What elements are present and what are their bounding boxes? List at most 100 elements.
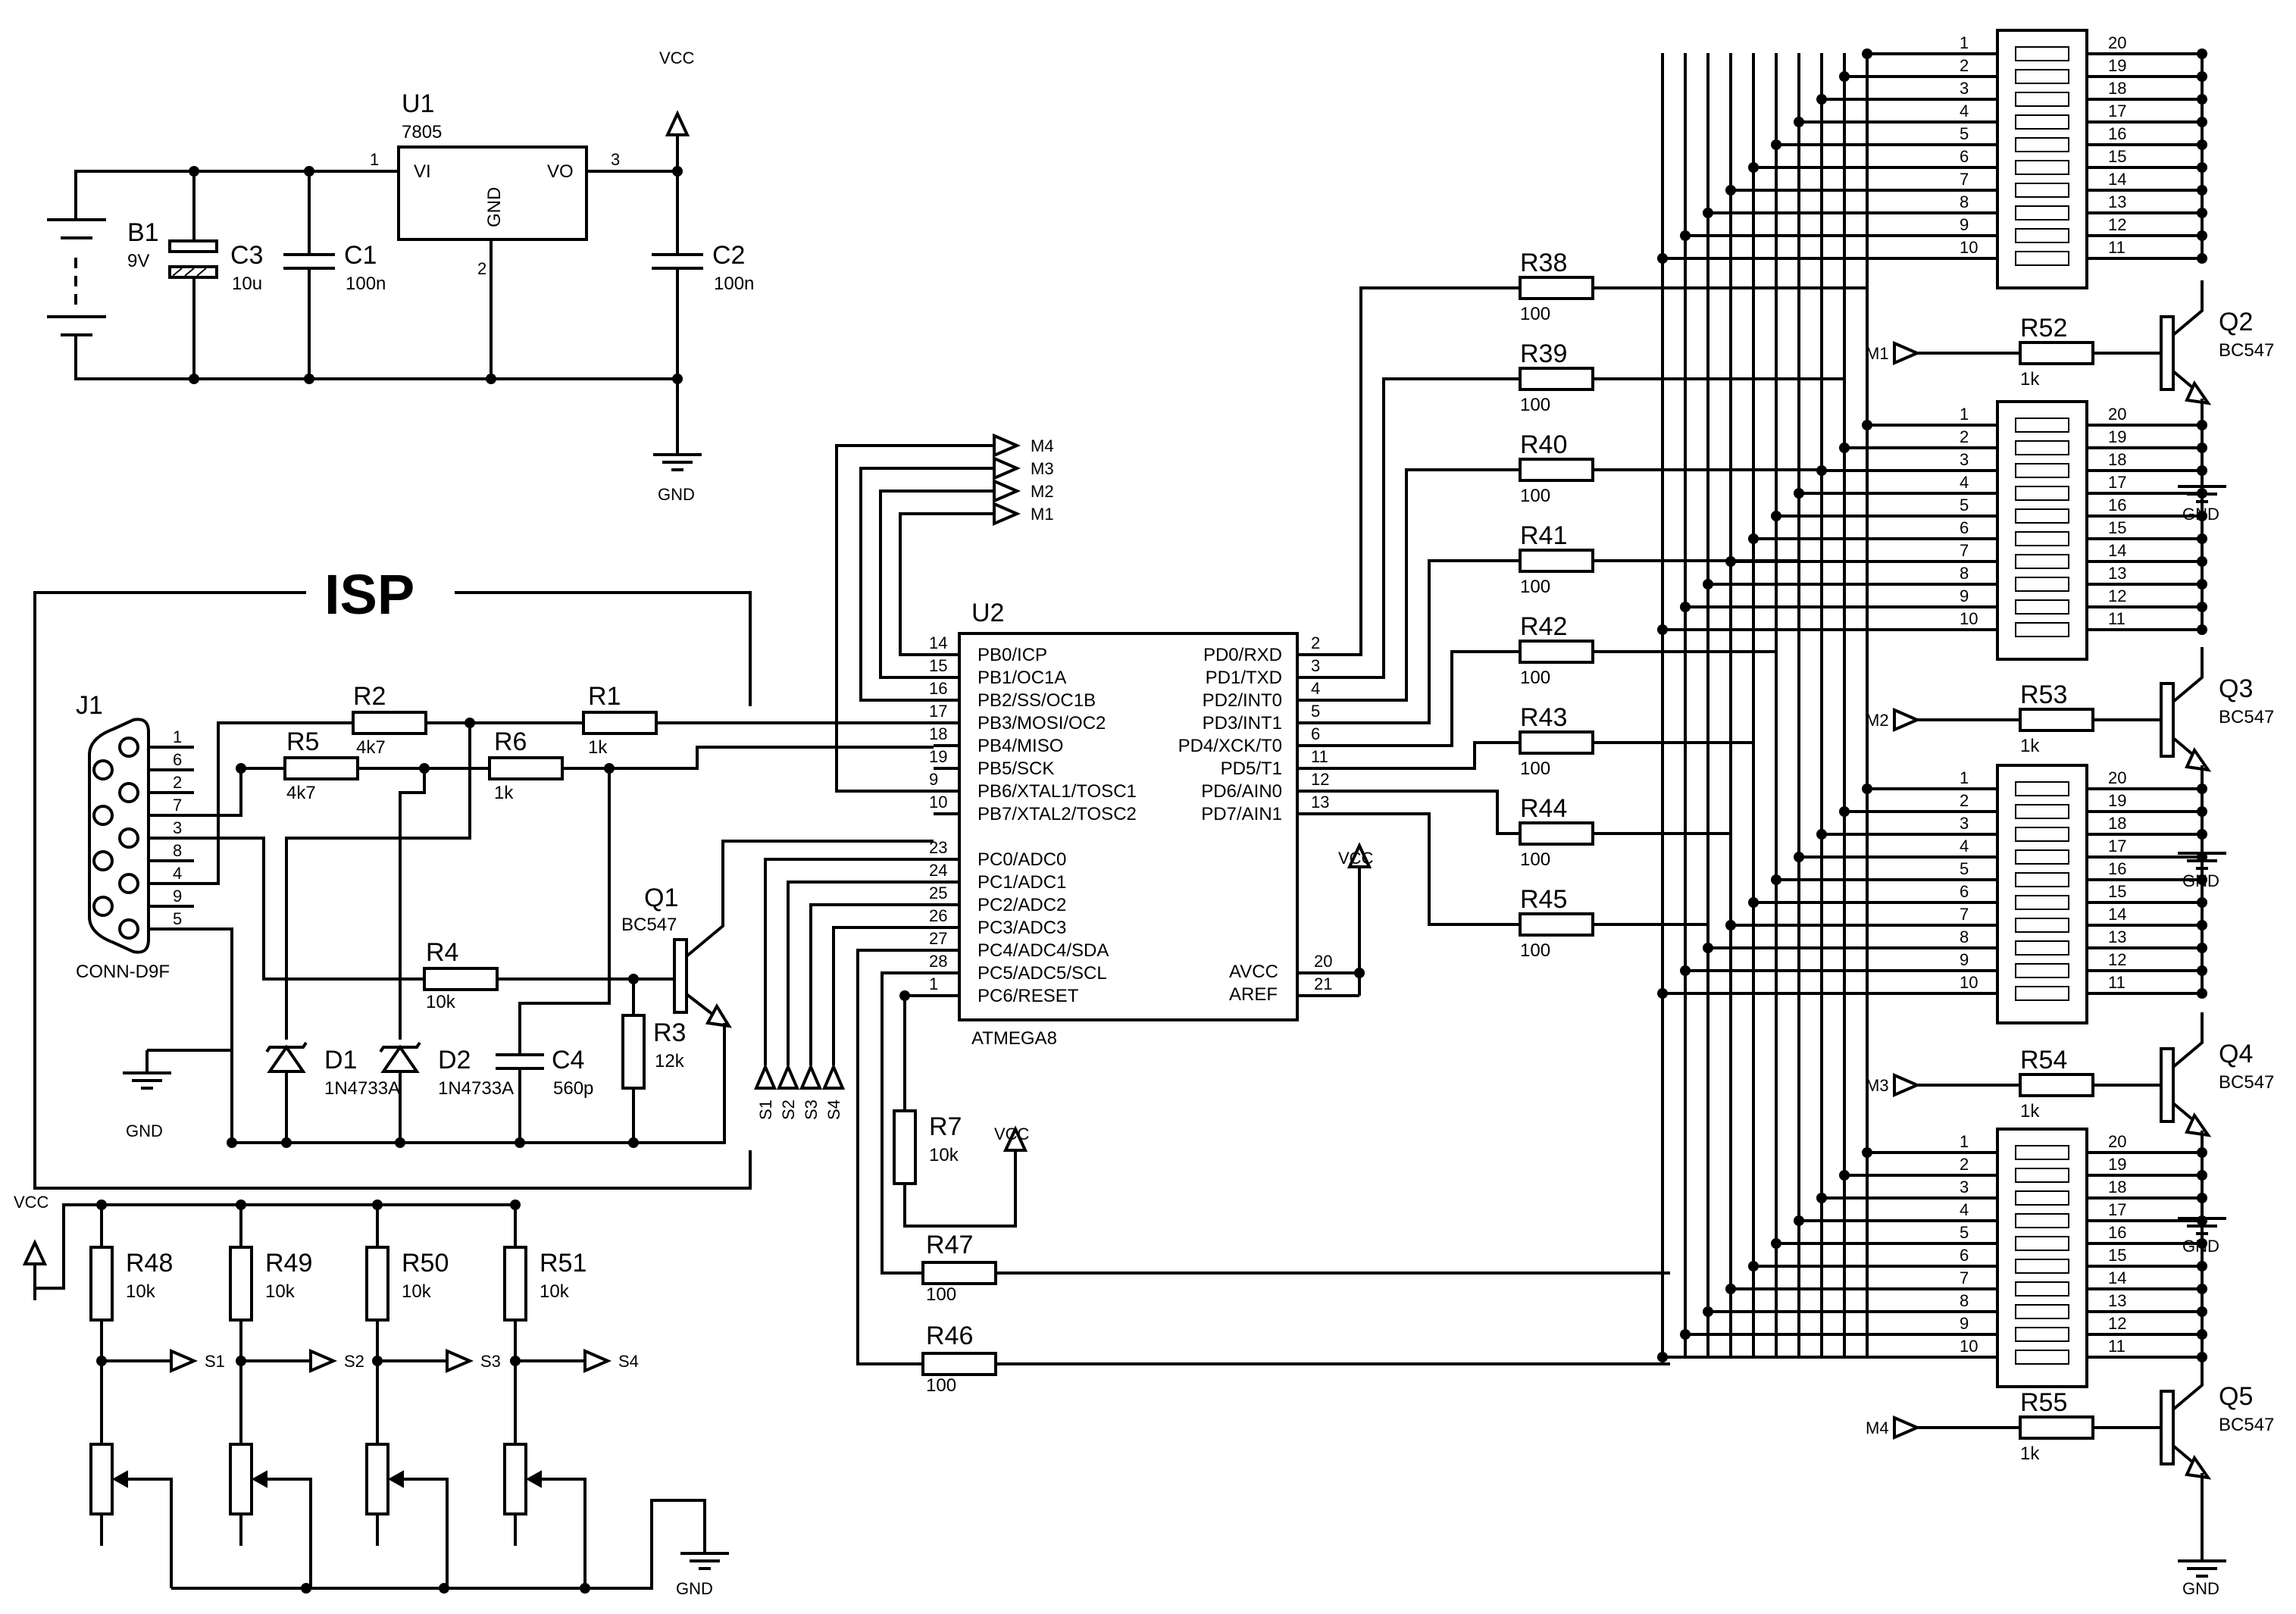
bargraph-pin-number: 3 — [1960, 450, 1969, 469]
pd-trace — [1341, 741, 1520, 770]
bargraph-pin-number: 13 — [2108, 192, 2126, 211]
junction-dot — [2197, 117, 2207, 127]
bargraph-pin-number: 15 — [2108, 882, 2126, 901]
j1-value: CONN-D9F — [76, 962, 170, 982]
bargraph-pin-number: 15 — [2108, 147, 2126, 166]
led-segment — [2015, 92, 2069, 107]
r6-value: 1k — [494, 783, 514, 803]
resistor-value: 100 — [1520, 668, 1550, 688]
u2-ref: U2 — [971, 599, 1004, 627]
resistor-ref: R43 — [1520, 703, 1567, 732]
bargraph-pin-number: 1 — [1960, 1132, 1969, 1151]
pd-trace — [1341, 468, 1520, 702]
junction-dot — [2197, 253, 2207, 264]
bargraph-pin-number: 17 — [2108, 473, 2126, 492]
resistor-ref: R54 — [2020, 1046, 2067, 1074]
junction-dot — [2197, 1306, 2207, 1317]
driver-net-label: M4 — [1866, 1419, 1889, 1437]
r46-value: 100 — [926, 1375, 956, 1396]
junction-dot — [2197, 1329, 2207, 1340]
gnd-rail — [171, 1499, 706, 1590]
resistor-ref: R52 — [2020, 314, 2067, 343]
bargraph-pin-number: 4 — [1960, 837, 1969, 855]
transistor-base — [2160, 1047, 2175, 1123]
driver-transistors: M1R521kGNDQ2BC547M2R531kGNDQ3BC547M3R541… — [1866, 280, 2274, 1598]
u2-pin-name: PC6/RESET — [978, 986, 1079, 1006]
u2-pin-number: 10 — [929, 793, 947, 812]
pd-trace — [1341, 790, 1520, 835]
net-m3: M3 — [1031, 459, 1054, 478]
led-segment — [2015, 137, 2069, 152]
bargraph-pin-number: 8 — [1960, 927, 1969, 946]
bargraph-pin-number: 16 — [2108, 124, 2126, 143]
led-segment — [2015, 1350, 2069, 1365]
resistor-r44 — [1519, 821, 1594, 846]
u2-pin-name: PB0/ICP — [978, 645, 1047, 665]
bargraph-pin-number: 3 — [1960, 814, 1969, 833]
junction-dot — [2197, 920, 2207, 931]
resistor-r54 — [2019, 1073, 2094, 1097]
u2-pin-name: PC4/ADC4/SDA — [978, 940, 1109, 961]
bargraph-pin-number: 12 — [2108, 1314, 2126, 1333]
led-segment — [2015, 46, 2069, 61]
u2-avcc-num: 20 — [1314, 952, 1332, 971]
j1-connector — [88, 718, 194, 954]
c4-ref: C4 — [552, 1046, 584, 1074]
net-m2: M2 — [1031, 482, 1054, 501]
bargraph-pin-number: 6 — [1960, 882, 1969, 901]
resistor-r38 — [1519, 276, 1594, 300]
bargraph-pin-number: 18 — [2108, 79, 2126, 98]
net-port-s1 — [170, 1348, 199, 1374]
bargraph-pin-number: 6 — [1960, 1246, 1969, 1265]
r5-ref: R5 — [286, 727, 319, 756]
c1-value: 100n — [346, 274, 386, 294]
bargraph-pin-number: 1 — [1960, 405, 1969, 424]
transistor-ref: Q4 — [2219, 1040, 2253, 1068]
u2-pin-number: 24 — [929, 861, 947, 880]
junction-dot — [2197, 965, 2207, 976]
led-segment — [2015, 622, 2069, 637]
m-port-wiring — [835, 434, 1018, 793]
bargraph-pin-number: 18 — [2108, 1178, 2126, 1196]
led-segment — [2015, 1259, 2069, 1274]
bargraph-pin-number: 11 — [2108, 238, 2126, 257]
q1-value: BC547 — [621, 915, 677, 935]
junction-dot — [2197, 556, 2207, 567]
resistor-value: 100 — [1520, 759, 1550, 779]
r7-ref: R7 — [929, 1112, 962, 1141]
led-segment — [2015, 963, 2069, 978]
resistor-ref: R49 — [265, 1249, 312, 1278]
resistor-value: 10k — [402, 1281, 432, 1302]
bargraph-pin-number: 14 — [2108, 170, 2126, 189]
bargraph-pin-number: 13 — [2108, 1291, 2126, 1310]
bargraph-pin-number: 11 — [2108, 973, 2126, 992]
u2-pin-number: 4 — [1311, 679, 1320, 698]
junction-dot — [2197, 162, 2207, 173]
d1-value: 1N4733A — [324, 1078, 400, 1099]
junction-dot — [2197, 71, 2207, 82]
bargraph-pin-number: 10 — [1960, 973, 1978, 992]
wiper — [255, 1478, 312, 1588]
u2-pin-number: 1 — [929, 974, 938, 993]
isp-wiring — [121, 711, 934, 1148]
u2-pin-number: 19 — [929, 747, 947, 766]
led-segment — [2015, 554, 2069, 569]
u2-pin-number: 15 — [929, 656, 947, 675]
resistor-value: 1k — [2020, 736, 2040, 756]
pd-trace — [1341, 377, 1520, 679]
u2-pin-name: PB7/XTAL2/TOSC2 — [978, 804, 1137, 824]
collector — [2172, 647, 2204, 703]
bargraph-pin-number: 15 — [2108, 518, 2126, 537]
led-segment — [2015, 486, 2069, 501]
bargraph-pin-number: 19 — [2108, 56, 2126, 75]
r1-ref: R1 — [588, 682, 621, 711]
led-segment — [2015, 577, 2069, 592]
isp-frame — [33, 591, 752, 1190]
u2-pin-name: PB1/OC1A — [978, 668, 1066, 688]
pd-trace — [1341, 559, 1520, 724]
j1-pin-3: 3 — [173, 818, 182, 837]
gnd-label: GND — [2182, 1237, 2219, 1256]
u2-aref-num: 21 — [1314, 974, 1332, 993]
transistor-base — [2160, 682, 2175, 758]
